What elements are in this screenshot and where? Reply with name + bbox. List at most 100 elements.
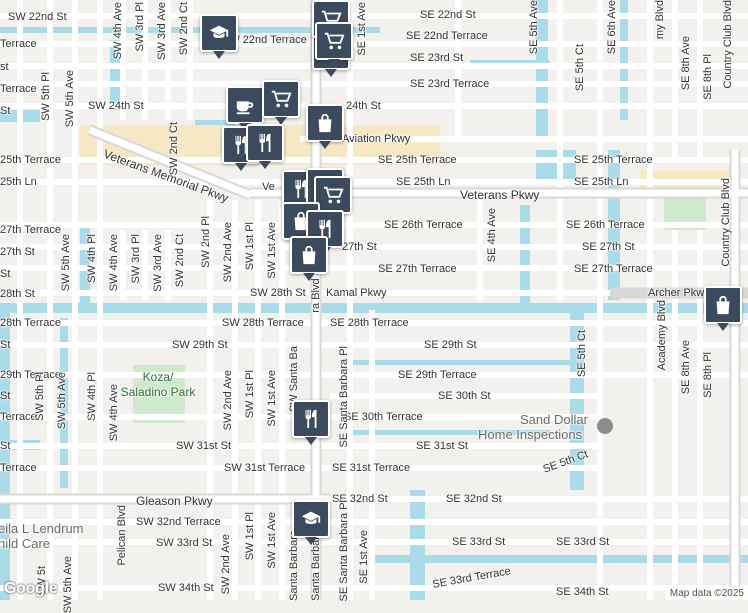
sw-34th-st-label: SW 34th St <box>158 582 214 594</box>
se-5th-ave-top-label: SE 5th Ave <box>528 0 540 55</box>
se-santa-barbara-pl-label: SE Santa Barbara Pl <box>338 346 350 448</box>
sw-1st-pl-btm-label: SW 1st Pl <box>244 512 256 561</box>
childcare-name-line1[interactable]: eila L Lendrum <box>0 521 84 536</box>
se-23rd-terrace-label: SE 23rd Terrace <box>410 78 490 90</box>
sw-2nd-ave-btm-label: SW 2nd Ave <box>220 534 232 595</box>
sw-4th-ave-label: SW 4th Ave <box>108 234 120 292</box>
sw-4th-pl-low-label: SW 4th Pl <box>86 372 98 421</box>
santa-barbara-btm-label: Santa Barbara <box>288 530 300 601</box>
se-34th-st-label: SE 34th St <box>556 586 609 598</box>
st-left-d-label: St <box>0 339 11 351</box>
se-27th-st-e-label: SE 27th St <box>582 241 635 253</box>
business-name-line2[interactable]: Home Inspections <box>478 427 583 442</box>
sw-27th-st-label: 27th St <box>0 246 35 258</box>
sw-5th-ave-btm-label: SW 5th Ave <box>62 556 74 613</box>
school-icon[interactable] <box>292 500 330 545</box>
sw-5th-ave-top-label: SW 5th Ave <box>64 70 76 128</box>
restaurant-icon[interactable] <box>246 124 284 169</box>
school-icon[interactable] <box>200 14 238 59</box>
veterans-pkwy-label: Veterans Pkwy <box>460 188 540 202</box>
sw-22nd-terrace-label: SW 22nd Terrace <box>222 34 307 46</box>
sw-3rd-pl-label: SW 3rd Pl <box>130 234 142 284</box>
sw-2nd-ave-low-label: SW 2nd Ave <box>222 370 234 431</box>
sw-5th-pl-low-label: SW 5th Pl <box>34 372 46 421</box>
sw-1st-ave-label: SW 1st Ave <box>266 222 278 279</box>
shopping-cart-icon[interactable] <box>262 80 300 125</box>
shopping-cart-icon[interactable] <box>315 22 353 67</box>
terrace-left4-label: Terrace <box>0 462 37 474</box>
kamal-pkwy-label: Kamal Pkwy <box>326 287 387 299</box>
sw-5th-ave-low-label: SW 5th Ave <box>56 372 68 430</box>
st-left-f-label: St <box>0 440 11 452</box>
gleason-pkwy-label: Gleason Pkwy <box>136 494 213 508</box>
sw-3rd-pl-top-label: SW 3rd Pl <box>134 2 146 52</box>
coffee-icon[interactable] <box>226 86 264 131</box>
sw-4th-pl-label: SW 4th Pl <box>86 234 98 283</box>
sw-33rd-st-label: SW 33rd St <box>156 537 213 549</box>
se-31st-terrace-label: SE 31st Terrace <box>332 462 411 474</box>
sw-3rd-ave-label: SW 3rd Ave <box>152 234 164 292</box>
sw-22nd-st-label: SW 22nd St <box>8 11 67 23</box>
business-name-line1[interactable]: Sand Dollar <box>520 412 588 427</box>
shopping-bag-icon[interactable] <box>704 286 742 331</box>
se-24th-st-label: 24th St <box>346 100 381 112</box>
archer-pkwy-label: Archer Pkwy <box>648 287 710 299</box>
st-left-b-label: St <box>0 105 11 117</box>
se-25th-terrace-e-label: SE 25th Terrace <box>574 154 653 166</box>
sw-28th-st-label: SW 28th St <box>250 287 306 299</box>
sw-2nd-ave-label: SW 2nd Ave <box>222 222 234 283</box>
sw-31st-st-label: SW 31st St <box>176 440 232 452</box>
se-27th-terrace-e-label: SE 27th Terrace <box>574 263 653 275</box>
business-home-icon[interactable] <box>597 418 613 434</box>
sw-1st-pl-label: SW 1st Pl <box>244 222 256 271</box>
se-25th-ln-e-label: SE 25th Ln <box>574 176 629 188</box>
pelican-blvd-label: Pelican Blvd <box>116 505 128 566</box>
se-29th-st-label: SE 29th St <box>424 339 477 351</box>
se-22nd-terrace-label: SE 22nd Terrace <box>406 30 488 42</box>
sw-25th-terrace-label: 25th Terrace <box>0 154 61 166</box>
shopping-bag-icon[interactable] <box>306 104 344 149</box>
childcare-name-line2[interactable]: hild Care <box>0 536 51 551</box>
shopping-bag-icon[interactable] <box>290 236 328 281</box>
ve-label: Ve <box>262 181 275 193</box>
sw-1st-pl-low-label: SW 1st Pl <box>244 370 256 419</box>
sw-29th-st-label: SW 29th St <box>172 339 228 351</box>
se-28th-terrace-label: SE 28th Terrace <box>330 317 409 329</box>
sw-2nd-pl-label: SW 2nd Pl <box>200 216 212 268</box>
sw-32nd-terrace-label: SW 32nd Terrace <box>136 516 221 528</box>
se-32nd-st-e-label: SE 32nd St <box>446 493 502 505</box>
academy-blvd-label: Academy Blvd <box>656 300 668 371</box>
sw-2nd-ct-top-label: SW 2nd Ct <box>178 2 190 56</box>
se-26th-terrace-e-label: SE 26th Terrace <box>566 219 645 231</box>
se-santa-barbara-pl2-label: SE Santa Barbara Pl <box>338 500 350 602</box>
map-canvas[interactable] <box>0 0 748 600</box>
se-27th-terrace-w-label: SE 27th Terrace <box>378 263 457 275</box>
park-label[interactable]: Koza/ Saladino Park <box>120 370 196 399</box>
sw-24th-st-label: SW 24th St <box>88 100 144 112</box>
copyright[interactable]: Map data ©2025 <box>665 587 748 600</box>
se-33rd-st-e-label: SE 33rd St <box>556 536 610 548</box>
se-8th-pl-label: SE 8th Pl <box>702 352 714 398</box>
se-1st-ave-low-label: SE 1st Ave <box>358 530 370 584</box>
se-4th-ave-label: SE 4th Ave <box>486 208 498 263</box>
sw-1st-ave-btm-label: SW 1st Ave <box>266 512 278 569</box>
se-33rd-st-w-label: SE 33rd St <box>452 536 506 548</box>
se-5th-ct-top-label: SE 5th Ct <box>574 44 586 92</box>
se-27th-st-w-label: 27th St <box>342 241 377 253</box>
roads <box>0 0 748 600</box>
restaurant-icon[interactable] <box>292 400 330 445</box>
sw-28th-st-left-label: 28th St <box>0 288 35 300</box>
st-left-c-label: St <box>0 268 11 280</box>
google-logo: Google <box>4 580 58 597</box>
sw-27th-terrace-label: 27th Terrace <box>0 224 61 236</box>
se-1st-ave-top-label: SE 1st Ave <box>356 2 368 56</box>
terrace-left3-label: Terrace <box>0 411 37 423</box>
terrace-left-label: Terrace <box>0 38 37 50</box>
se-22nd-st-label: SE 22nd St <box>420 9 476 21</box>
country-club-blvd-label: Country Club Blvd <box>720 178 732 267</box>
se-30th-terrace-label: SE 30th Terrace <box>344 411 423 423</box>
sw-25th-ln-label: 25th Ln <box>0 176 37 188</box>
sw-2nd-ct-label: SW 2nd Ct <box>174 234 186 288</box>
st-left-a-label: st <box>0 61 9 73</box>
se-5th-ct-label: SE 5th Ct <box>576 330 588 378</box>
